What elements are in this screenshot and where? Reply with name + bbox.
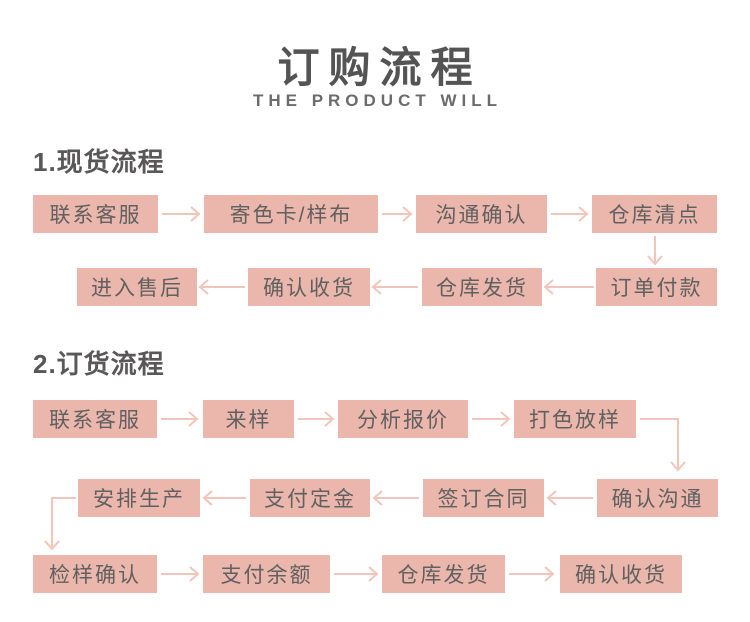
arrow-left-icon <box>546 490 593 506</box>
elbow-arrow-down-icon <box>640 418 686 472</box>
node-sample-check-confirm: 检样确认 <box>33 555 157 593</box>
node-sign-contract: 签订合同 <box>423 479 544 517</box>
node-after-sales: 进入售后 <box>77 268 197 306</box>
arrow-right-icon <box>472 411 511 427</box>
arrow-right-icon <box>161 411 199 427</box>
arrow-left-icon <box>372 490 419 506</box>
node-contact-service-1: 联系客服 <box>33 195 158 233</box>
node-order-payment: 订单付款 <box>596 268 717 306</box>
node-confirm-receipt-2: 确认收货 <box>560 555 682 593</box>
node-incoming-sample: 来样 <box>203 400 294 438</box>
node-send-color-card: 寄色卡/样布 <box>204 195 378 233</box>
node-warehouse-ship-2: 仓库发货 <box>382 555 505 593</box>
node-confirm-receipt-1: 确认收货 <box>248 268 370 306</box>
elbow-arrow-down-icon <box>44 497 76 551</box>
arrow-left-icon <box>202 490 246 506</box>
node-analyze-quote: 分析报价 <box>338 400 468 438</box>
node-confirm-communicate: 确认沟通 <box>597 479 718 517</box>
page-title: 订购流程 <box>277 44 482 91</box>
node-pay-deposit: 支付定金 <box>250 479 370 517</box>
arrow-left-icon <box>198 279 245 295</box>
stock-process-heading: 1.现货流程 <box>33 147 165 177</box>
arrow-right-icon <box>161 566 200 582</box>
node-color-proofing: 打色放样 <box>514 400 636 438</box>
arrow-right-icon <box>162 206 201 222</box>
node-communicate-confirm: 沟通确认 <box>416 195 547 233</box>
arrow-right-icon <box>551 206 589 222</box>
arrow-right-icon <box>509 566 555 582</box>
node-contact-service-2: 联系客服 <box>33 400 157 438</box>
arrow-left-icon <box>371 279 418 295</box>
arrow-left-icon <box>543 279 594 295</box>
node-warehouse-check: 仓库清点 <box>592 195 717 233</box>
arrow-right-icon <box>334 566 379 582</box>
custom-process-heading: 2.订货流程 <box>33 349 165 379</box>
arrow-right-icon <box>298 411 335 427</box>
page-subtitle: THE PRODUCT WILL <box>252 91 503 110</box>
node-warehouse-ship-1: 仓库发货 <box>422 268 542 306</box>
arrow-down-icon <box>647 236 663 266</box>
arrow-right-icon <box>382 206 413 222</box>
node-pay-balance: 支付余额 <box>203 555 330 593</box>
node-arrange-production: 安排生产 <box>78 479 200 517</box>
